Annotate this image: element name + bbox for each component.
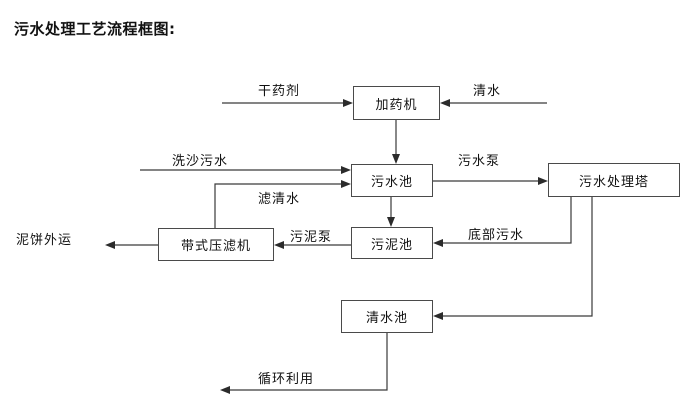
edge-sewage-pool-to-sludge-pool	[387, 197, 395, 227]
edge-label-sludge-pump: 污泥泵	[290, 230, 333, 245]
node-treatment-tower[interactable]: 污水处理塔	[548, 163, 680, 197]
edge-label-recycling-use: 循环利用	[258, 372, 315, 387]
edge-sludge-pool-to-belt-filter	[274, 241, 351, 249]
node-sewage-pool[interactable]: 污水池	[351, 164, 433, 197]
edge-sand-wash-sewage-to-sewage-pool	[140, 166, 351, 174]
node-dosing-machine[interactable]: 加药机	[353, 86, 440, 120]
node-belt-filter[interactable]: 带式压滤机	[158, 228, 274, 261]
edge-label-bottom-sewage: 底部污水	[468, 228, 525, 243]
edge-dry-reagent-to-dosing-machine	[222, 99, 353, 107]
page-title: 污水处理工艺流程框图:	[14, 20, 176, 38]
edge-sewage-pool-to-treatment-tower	[433, 177, 548, 185]
terminal-label-mud-cake-out: 泥饼外运	[16, 233, 73, 248]
edge-label-sand-wash-sewage: 洗沙污水	[172, 154, 229, 169]
edge-label-dry-reagent: 干药剂	[258, 84, 301, 99]
edge-clean-water-to-dosing-machine	[440, 99, 547, 107]
edge-filtered-water-to-sewage-pool	[214, 180, 351, 228]
edge-label-sewage-pump: 污水泵	[458, 154, 501, 169]
node-sludge-pool[interactable]: 污泥池	[351, 227, 433, 259]
edge-treatment-tower-to-sludge-pool	[433, 197, 572, 247]
edge-label-filtered-water: 滤清水	[258, 192, 301, 207]
edge-clear-water-pool-to-recycling	[220, 333, 388, 394]
edge-belt-filter-to-mud-cake-out	[105, 241, 158, 249]
edge-treatment-tower-to-clear-water-pool	[433, 197, 593, 320]
node-clear-water-pool[interactable]: 清水池	[341, 300, 433, 333]
edge-dosing-machine-to-sewage-pool	[392, 120, 400, 164]
edge-label-clean-water-in: 清水	[473, 84, 502, 99]
